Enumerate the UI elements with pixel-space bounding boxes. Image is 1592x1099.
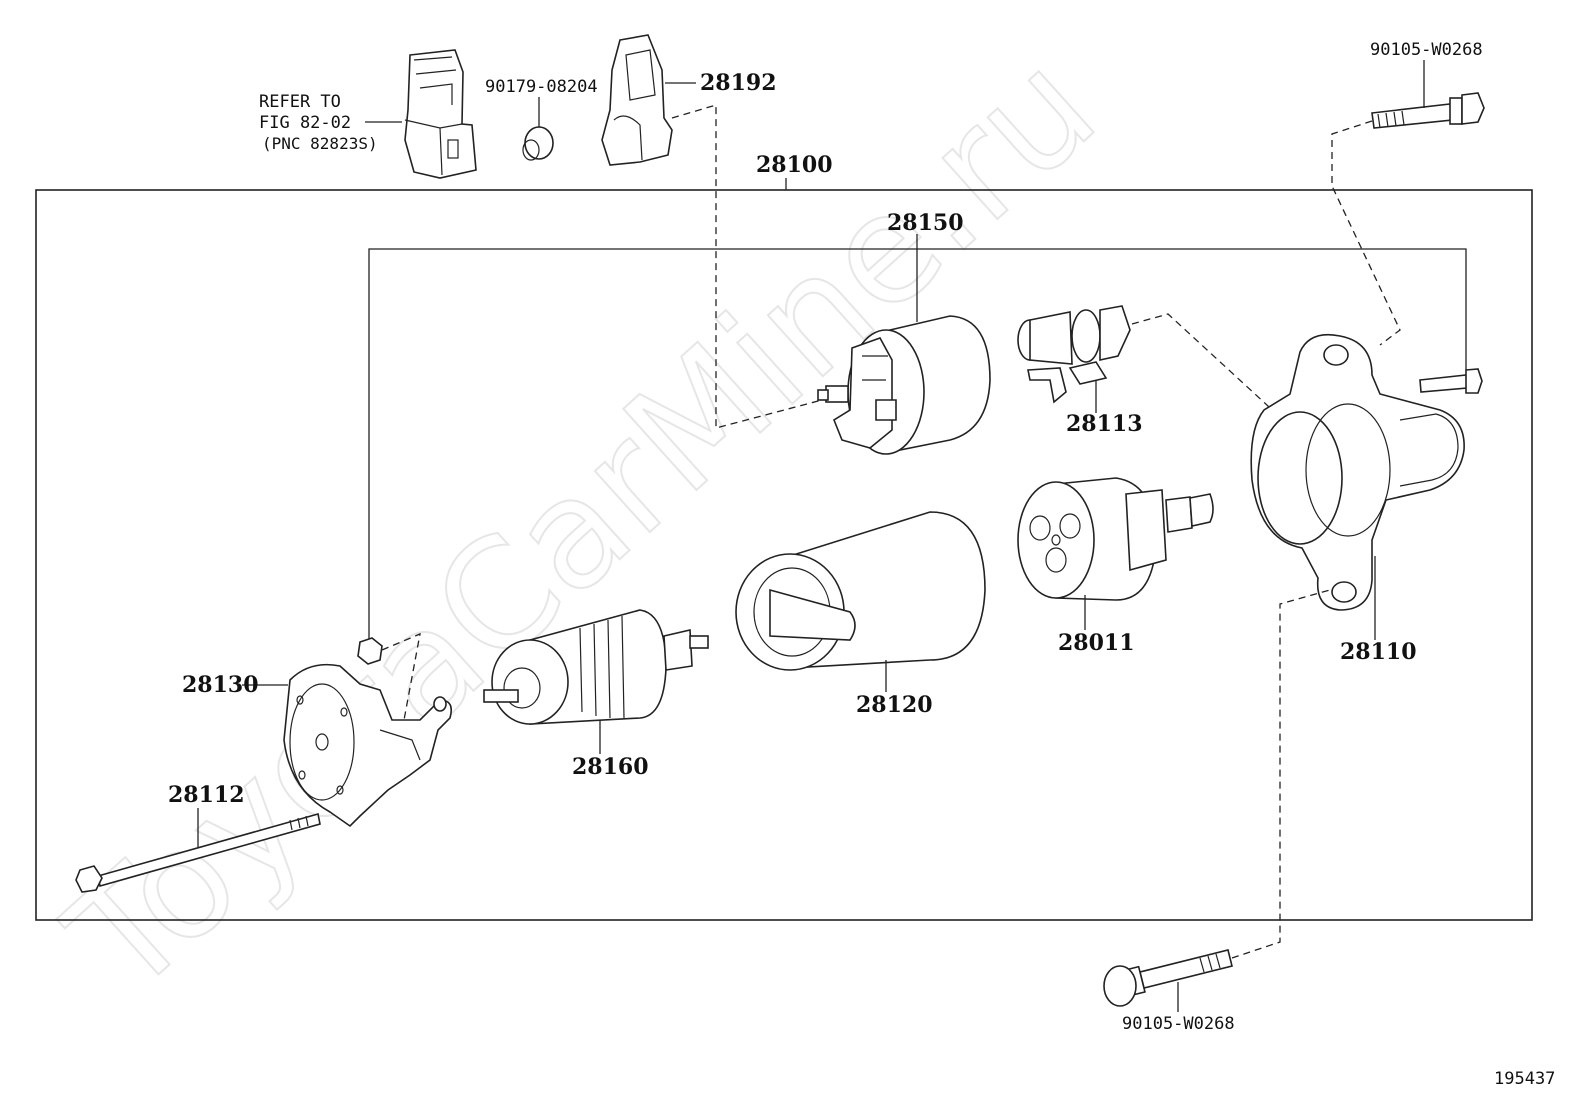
figure-number: 195437: [1494, 1069, 1555, 1089]
label-28130[interactable]: 28130: [182, 672, 259, 698]
label-90105-W0268-bottom[interactable]: 90105-W0268: [1122, 1014, 1235, 1034]
dash-bolt-bottom: [1231, 589, 1331, 959]
grommet-part[interactable]: [522, 126, 554, 161]
armature-28160-part[interactable]: [483, 609, 709, 725]
end-frame-28130-part[interactable]: [283, 663, 453, 828]
solenoid-part[interactable]: [817, 315, 991, 455]
label-28160[interactable]: 28160: [572, 754, 649, 780]
cover-28192-part[interactable]: [601, 34, 673, 166]
label-28150[interactable]: 28150: [887, 210, 964, 236]
housing-28110-part[interactable]: [1250, 333, 1465, 611]
label-28110[interactable]: 28110: [1340, 639, 1417, 665]
label-90105-W0268-top[interactable]: 90105-W0268: [1370, 40, 1483, 60]
label-28113[interactable]: 28113: [1066, 411, 1143, 437]
dash-bolt-top: [1331, 120, 1401, 346]
label-28100[interactable]: 28100: [756, 152, 833, 178]
label-28112[interactable]: 28112: [168, 782, 245, 808]
label-28192[interactable]: 28192: [700, 70, 777, 96]
yoke-28120-part[interactable]: [735, 511, 986, 671]
lever-28113-part[interactable]: [1017, 305, 1131, 404]
connector-part[interactable]: [404, 49, 477, 179]
label-90179-08204[interactable]: 90179-08204: [485, 77, 598, 97]
nut-part[interactable]: [357, 637, 383, 665]
dash-28192-to-28150: [671, 104, 823, 429]
label-28011[interactable]: 28011: [1058, 630, 1135, 656]
through-bolt-28112-part[interactable]: [75, 812, 321, 893]
assembly-frame: [35, 189, 1533, 921]
bolt-bottom-part[interactable]: [1103, 949, 1233, 1007]
refer-note-line3: (PNC 82823S): [262, 134, 378, 153]
small-bolt-right-part[interactable]: [1419, 368, 1483, 394]
dash-28113-to-28110: [1131, 313, 1341, 471]
label-28120[interactable]: 28120: [856, 692, 933, 718]
clutch-28011-part[interactable]: [1017, 477, 1214, 601]
bolt-top-part[interactable]: [1371, 92, 1485, 129]
refer-note-line1: REFER TO: [259, 92, 341, 112]
refer-note-line2: FIG 82-02: [259, 113, 351, 133]
dash-nut: [381, 632, 421, 721]
